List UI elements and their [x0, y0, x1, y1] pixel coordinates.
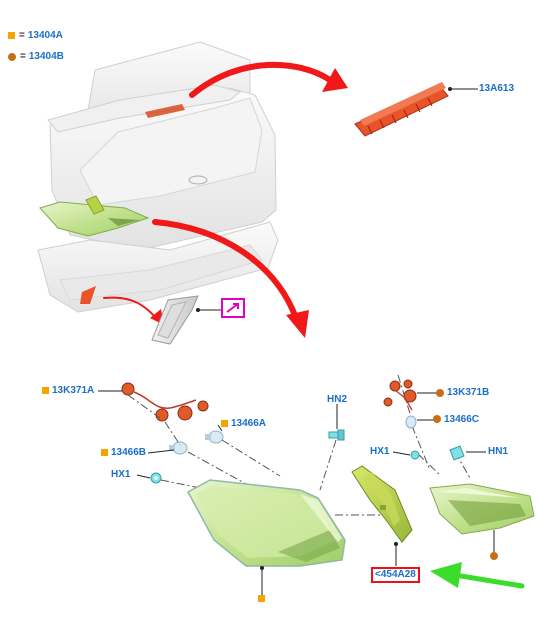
- legend-code-13404A[interactable]: 13404A: [27, 30, 63, 41]
- brown-dot-marker: [436, 389, 444, 397]
- callout-13466A[interactable]: 13466A: [231, 418, 267, 429]
- callout-hn1[interactable]: HN1: [488, 446, 509, 457]
- socket-13K371B[interactable]: [383, 379, 417, 411]
- red-arrows: [103, 61, 333, 321]
- callout-13A613[interactable]: 13A613: [479, 83, 515, 94]
- clip-hx1-right[interactable]: [410, 450, 420, 460]
- callout-454A28-highlighted[interactable]: <454A28: [371, 567, 420, 583]
- orange-square-marker: [258, 595, 265, 602]
- callout-13466C[interactable]: 13466C: [444, 414, 480, 425]
- bulb-13466C[interactable]: [405, 415, 417, 429]
- brown-dot-marker: [433, 415, 441, 423]
- orange-square-marker: [8, 32, 15, 39]
- leader-lines: [98, 390, 486, 479]
- clip-hx1-left[interactable]: [150, 472, 162, 484]
- orange-square-marker: [101, 449, 108, 456]
- vehicle-rear: [37, 41, 279, 313]
- high-mounted-stop-lamp[interactable]: [354, 82, 449, 137]
- legend-code-13404B[interactable]: 13404B: [28, 51, 64, 62]
- callout-13K371A[interactable]: 13K371A: [52, 385, 95, 396]
- brown-dot-marker: [8, 52, 16, 61]
- legend-row-13404A: = 13404A: [8, 30, 63, 41]
- assembly-lines: [127, 374, 471, 516]
- socket-13K371A[interactable]: [121, 382, 209, 422]
- tail-lamp-right[interactable]: [429, 483, 535, 535]
- inner-trim-piece[interactable]: [151, 295, 199, 345]
- screw-hn2[interactable]: [328, 429, 345, 441]
- bulb-13466A[interactable]: [205, 430, 224, 444]
- car-reflector: [80, 286, 96, 304]
- detail-link-icon[interactable]: [221, 298, 245, 318]
- car-tail-lamp: [39, 201, 150, 237]
- clip-hn1[interactable]: [449, 445, 465, 461]
- legend-row-13404B: = 13404B: [8, 51, 64, 62]
- callout-hn2[interactable]: HN2: [327, 394, 348, 405]
- lamp-bracket[interactable]: [351, 465, 413, 543]
- green-pointer-arrow: [430, 562, 525, 589]
- legend-separator: =: [20, 51, 26, 62]
- callout-13K371B[interactable]: 13K371B: [447, 387, 490, 398]
- orange-square-marker: [221, 420, 228, 427]
- legend-separator: =: [19, 30, 25, 41]
- callout-hx1-left[interactable]: HX1: [111, 469, 131, 480]
- callout-13466B[interactable]: 13466B: [111, 447, 147, 458]
- tail-lamp-assembly[interactable]: [186, 479, 346, 567]
- callout-hx1-right[interactable]: HX1: [370, 446, 390, 457]
- brown-dot-marker: [490, 552, 498, 560]
- car-brake-light: [145, 104, 185, 118]
- orange-square-marker: [42, 387, 49, 394]
- bulb-13466B[interactable]: [169, 441, 188, 455]
